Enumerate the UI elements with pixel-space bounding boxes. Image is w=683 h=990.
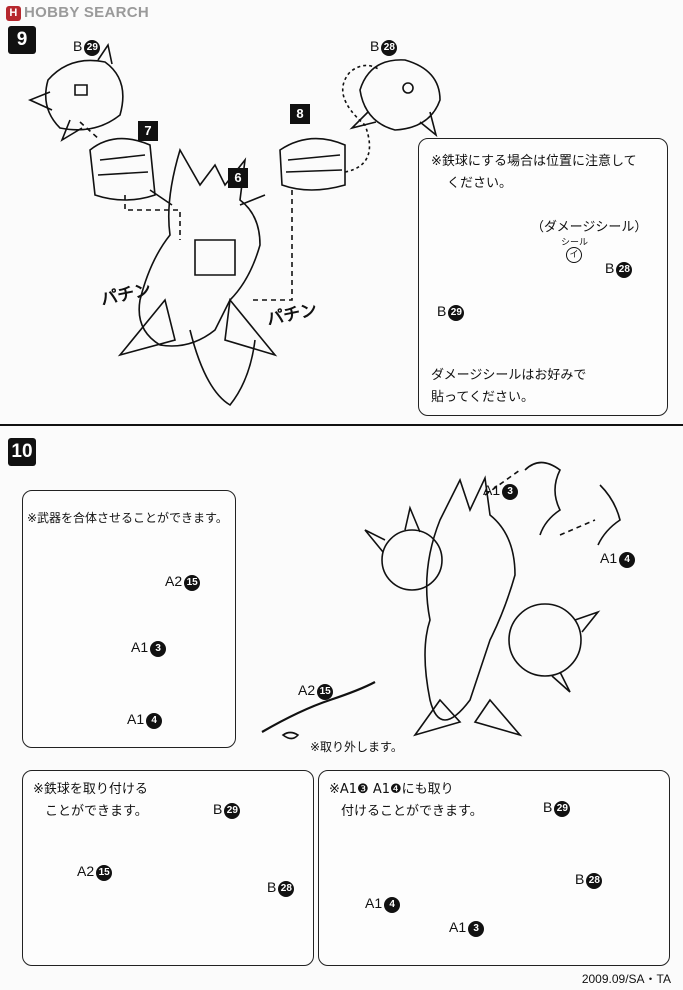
part-letter: A2: [77, 863, 95, 879]
part-letter: A2: [165, 573, 183, 589]
part-letter: A1: [483, 482, 501, 498]
part-letter: A1: [449, 919, 467, 935]
part-number-badge: 4: [384, 897, 401, 913]
part-letter: B: [437, 303, 447, 319]
part-letter: B: [605, 260, 615, 276]
part-letter: B: [267, 879, 277, 895]
ball-half-b28-icon: [349, 59, 441, 138]
attach-claws-line-2: 付けることができます。: [341, 804, 483, 819]
part-letter: B: [543, 799, 553, 815]
seal-marker-icon: イ: [566, 247, 582, 263]
step-10-number: 10: [8, 438, 36, 466]
part-number-badge: 28: [278, 881, 295, 897]
component-tag-7: 7: [138, 121, 158, 141]
note-footer-2: 貼ってください。: [431, 390, 534, 405]
seal-label: シール: [561, 238, 589, 248]
part-letter: B: [370, 38, 380, 54]
part-number-badge: 29: [84, 40, 101, 56]
component-tag-6: 6: [228, 168, 248, 188]
ball-position-note-box: ※鉄球にする場合は位置に注意して ください。 （ダメージシール） シール イ B…: [418, 138, 668, 416]
attach-ball-line-2: ことができます。: [45, 804, 148, 819]
step-divider: [0, 424, 683, 426]
note-line-1: ※鉄球にする場合は位置に注意して: [431, 154, 637, 169]
part-letter: A1: [127, 711, 145, 727]
part-letter: B: [575, 871, 585, 887]
part-letter: A2: [298, 682, 316, 698]
part-number-badge: 28: [616, 262, 633, 278]
robot-figure-step10: [364, 461, 621, 737]
damage-seal-title: （ダメージシール）: [531, 220, 648, 235]
logo-text: HOBBY SEARCH: [24, 4, 150, 21]
remove-note: ※取り外します。: [310, 740, 403, 754]
part-number-badge: 15: [96, 865, 113, 881]
ball-half-b29-icon: [27, 42, 124, 142]
part-letter: A1: [131, 639, 149, 655]
part-letter: B: [213, 801, 223, 817]
logo-mark-icon: H: [6, 6, 21, 21]
combine-note: ※武器を合体させることができます。: [27, 511, 228, 525]
part-number-badge: 29: [554, 801, 571, 817]
component-tag-8: 8: [290, 104, 310, 124]
part-number-badge: 4: [619, 552, 636, 568]
part-number-badge: 3: [150, 641, 167, 657]
attach-claws-line-1: ※A1❸ A1❹にも取り: [329, 782, 454, 797]
part-number-badge: 15: [184, 575, 201, 591]
part-number-badge: 15: [317, 684, 334, 700]
print-credit: 2009.09/SA・TA: [581, 972, 671, 986]
part-number-badge: 28: [586, 873, 603, 889]
part-number-badge: 3: [468, 921, 485, 937]
note-line-2: ください。: [447, 176, 513, 191]
part-number-badge: 29: [224, 803, 241, 819]
part-letter: B: [73, 38, 83, 54]
part-number-badge: 4: [146, 713, 163, 729]
part-letter: A1: [600, 550, 618, 566]
part-letter: A1: [365, 895, 383, 911]
part-number-badge: 29: [448, 305, 465, 321]
note-footer-1: ダメージシールはお好みで: [431, 368, 587, 383]
part-number-badge: 3: [502, 484, 519, 500]
part-number-badge: 28: [381, 40, 398, 56]
attach-ball-line-1: ※鉄球を取り付ける: [33, 782, 148, 797]
step-9-number: 9: [8, 26, 36, 54]
robot-figure-step9: [117, 147, 278, 407]
